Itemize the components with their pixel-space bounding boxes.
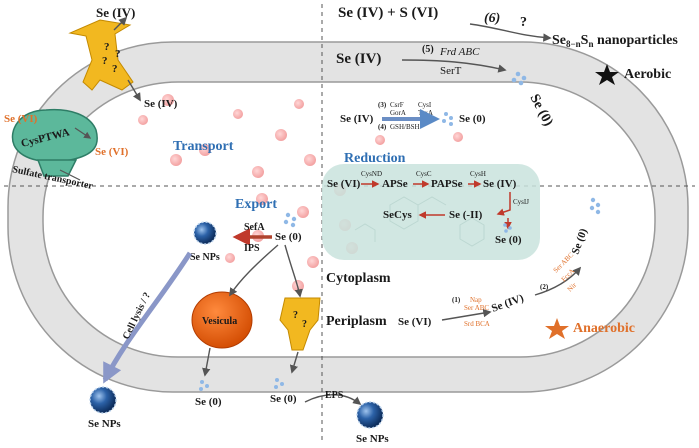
aerobic-star-icon (595, 64, 619, 85)
reduction-cysij: CysIJ (513, 198, 529, 206)
transporter-question-2: ? (115, 48, 121, 60)
export-question-1: ? (293, 310, 298, 321)
transporter-question-3: ? (102, 55, 108, 67)
export-ips: IPS (244, 243, 260, 254)
se-np-intracellular (193, 221, 217, 245)
reduction-cysc: CysC (416, 170, 432, 178)
reduction-pathway-box (322, 164, 540, 260)
pathway5-se-iv: Se (IV) (336, 51, 381, 67)
pathway4-number: (4) (378, 123, 387, 131)
transport-arrow-inner (127, 79, 141, 102)
export-transporter-arrow (284, 244, 303, 298)
transport-title: Transport (173, 139, 234, 154)
se-vi-in-arrow (74, 127, 92, 139)
pathway34-se-iv: Se (IV) (340, 113, 374, 125)
reduction-se-minus2: Se (-II) (449, 209, 483, 221)
anaerobic-star-icon (545, 318, 569, 339)
transporter-question-1: ? (104, 41, 110, 53)
transport-se-vi-out: Se (VI) (4, 113, 38, 125)
periplasm-enzyme-nap: Nap (470, 296, 482, 304)
reduction-papse: PAPSe (431, 178, 463, 190)
pathway3-enzyme-gora: GorA (390, 109, 406, 117)
reduction-cysnd: CysND (361, 170, 382, 178)
vesicula-shape (191, 291, 253, 349)
pathway5-enzyme1: Frd ABC (439, 46, 480, 58)
transport-arrow-in (113, 16, 128, 31)
export-title: Export (235, 197, 277, 212)
export-np-label: Se NPs (190, 252, 220, 263)
se0-dots-reduction (503, 223, 512, 233)
export-transporter (279, 297, 321, 351)
periplasm-se-vi: Se (VI) (398, 316, 432, 328)
reduction-se-iv: Se (IV) (483, 178, 517, 190)
background-bubbles (138, 94, 463, 292)
se-np-lysis (89, 386, 117, 414)
pathway5-arrow (401, 59, 507, 73)
reaction-6-number: (6) (484, 11, 500, 26)
export-vesicula-arrow (229, 244, 279, 297)
reduction-apse: APSe (382, 178, 408, 190)
transporter-question-4: ? (112, 63, 118, 75)
eps-arrow (304, 394, 362, 406)
reaction-6-arrow (469, 23, 552, 42)
reduction-se-vi: Se (VI) (327, 178, 361, 190)
selenite-transporter (68, 19, 134, 91)
transport-inner-se-iv: Se (IV) (144, 98, 178, 110)
periplasm-enzyme-serabc: Ser ABC (464, 304, 489, 312)
transport-top-se-iv: Se (IV) (96, 5, 135, 20)
bottom-se0-b: Se (0) (270, 393, 297, 405)
vesicula-label: Vesicula (202, 316, 237, 327)
export-question-2: ? (302, 319, 307, 330)
pathway3-number: (3) (378, 101, 387, 109)
pathway3-enzyme-trxa: TrxA (418, 109, 433, 117)
vesicula-release-arrow (202, 347, 211, 377)
se-np-eps (356, 401, 384, 429)
periplasm-enzyme-srdbca: Srd BCA (464, 320, 490, 328)
pathway34-se0: Se (0) (459, 113, 486, 125)
top-reaction-text: Se (IV) + S (VI) (338, 5, 438, 21)
transport-se-vi-in: Se (VI) (95, 146, 129, 158)
sulfate-transporter (11, 108, 98, 177)
pathway3-enzyme-csrf: CsrF (390, 101, 404, 109)
periplasm-arrow-2 (534, 266, 582, 296)
bottom-np-left: Se NPs (88, 418, 121, 430)
reaction-6-question: ? (520, 15, 527, 30)
se0-dots-top (511, 71, 527, 86)
reduction-arrow-4 (496, 192, 511, 216)
pathway4-enzyme: GSH/BSH (390, 123, 420, 131)
periplasm-label: Periplasm (326, 314, 387, 329)
se0-dots-transporter (274, 378, 284, 389)
reduction-title: Reduction (344, 151, 406, 166)
eps-label: EPS (325, 390, 344, 401)
export-sefa: SefA (244, 222, 265, 233)
cytoplasm-label: Cytoplasm (326, 271, 391, 286)
reduction-cysh: CysH (470, 170, 486, 178)
anaerobic-label: Anaerobic (573, 321, 635, 336)
pathway3-enzyme-cysi: CysI (418, 101, 432, 109)
reduction-se0: Se (0) (495, 234, 522, 246)
bottom-se0-a: Se (0) (195, 396, 222, 408)
se0-dots-periplasm (589, 197, 601, 215)
bottom-np-right: Se NPs (356, 433, 389, 445)
export-se0: Se (0) (275, 231, 302, 243)
se0-dots-mid (442, 112, 453, 126)
reduction-secys: SeCys (383, 209, 412, 221)
aerobic-label: Aerobic (624, 67, 671, 82)
se0-dots-export (283, 212, 297, 228)
sulfate-arrow (59, 169, 81, 181)
transporter-release-arrow (289, 351, 299, 374)
pathway5-enzyme2: SerT (440, 65, 462, 77)
molecule-decoration (354, 196, 485, 247)
cell-lysis-arrow (102, 251, 193, 384)
periplasm-number-1: (1) (452, 296, 461, 304)
periplasm-arrow-1 (441, 308, 492, 321)
se0-dots-vesicula (199, 380, 209, 391)
pathway5-number: (5) (422, 44, 434, 55)
periplasm-number-2: (2) (540, 283, 549, 291)
se-s-nanoparticles: Se8−nSn nanoparticles (552, 33, 678, 49)
